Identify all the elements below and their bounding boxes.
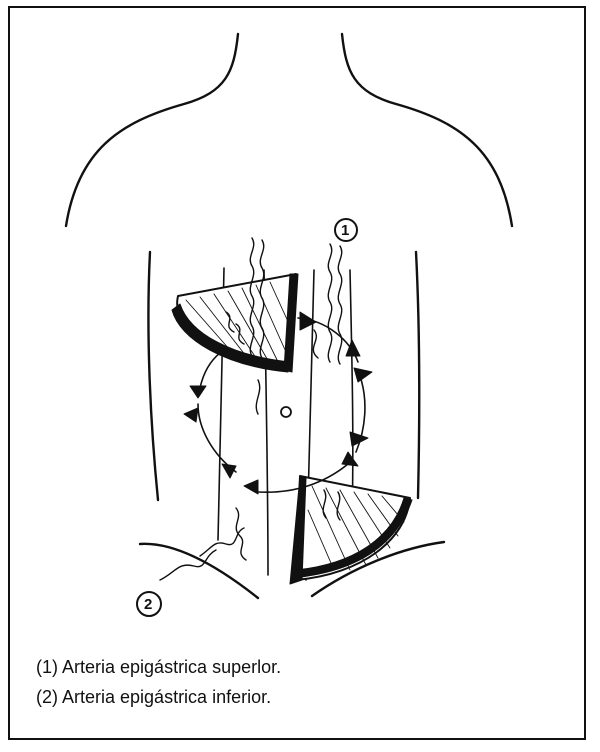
lower-flap [290, 476, 412, 584]
figure-legend: (1) Arteria epigástrica superlor. (2) Ar… [36, 652, 281, 712]
legend-item-inferior: (2) Arteria epigástrica inferior. [36, 682, 281, 712]
upper-flap [172, 274, 298, 372]
svg-text:1: 1 [341, 222, 349, 239]
callout-1: 1 [335, 219, 357, 241]
callout-2: 2 [137, 592, 161, 616]
svg-text:2: 2 [144, 596, 152, 613]
umbilicus-marker [281, 407, 291, 417]
legend-item-superior: (1) Arteria epigástrica superlor. [36, 652, 281, 682]
